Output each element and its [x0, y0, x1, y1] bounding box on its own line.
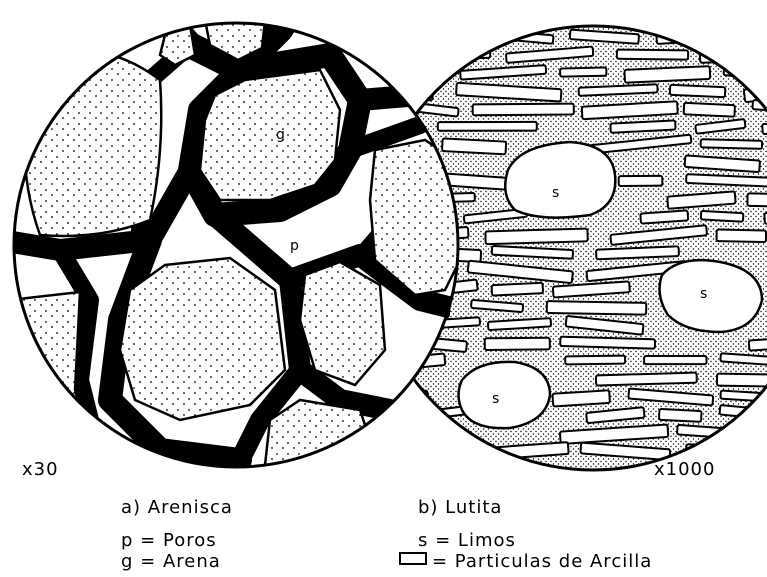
clay-particle	[617, 50, 688, 60]
clay-particle	[560, 337, 655, 349]
clay-particle	[747, 193, 767, 207]
silt-label-upper: s	[552, 185, 559, 201]
legend-text: = Limos	[435, 530, 516, 551]
clay-particle	[485, 338, 550, 350]
clay-particle	[716, 229, 766, 242]
magnification-right: x1000	[654, 459, 715, 480]
rectangle-icon	[400, 553, 426, 564]
pore-label-p: p	[290, 238, 299, 254]
legend-pores: p = Poros	[121, 530, 217, 551]
clay-particle	[701, 211, 744, 222]
clay-particle	[383, 49, 490, 60]
magnification-left: x30	[22, 459, 59, 480]
legend-text: = Arena	[140, 551, 221, 572]
caption-shale: b) Lutita	[418, 497, 502, 518]
clay-particle	[610, 120, 675, 132]
clay-particle	[391, 427, 432, 437]
clay-particle	[700, 49, 751, 63]
clay-particle	[684, 103, 735, 117]
clay-particle	[385, 30, 465, 44]
legend-symbol: s	[418, 530, 428, 551]
clay-particle	[596, 373, 697, 386]
silt-label-right: s	[700, 286, 707, 302]
clay-particle	[763, 49, 767, 65]
grain-label: g	[276, 127, 285, 143]
silt-grain-right	[660, 260, 762, 332]
silt-grain-upper	[505, 142, 615, 218]
legend-text: = Particulas de Arcilla	[432, 551, 652, 572]
clay-particle	[644, 356, 706, 364]
legend-symbol: g	[121, 551, 133, 572]
sandstone-panel	[0, 0, 460, 470]
clay-particle	[552, 390, 609, 406]
clay-particle	[384, 67, 441, 79]
caption-sandstone: a) Arenisca	[121, 497, 233, 518]
clay-particle	[701, 139, 762, 149]
legend-silt: s = Limos	[418, 530, 516, 551]
clay-particle	[442, 138, 506, 154]
clay-particle	[720, 32, 767, 43]
clay-particle	[640, 210, 688, 223]
silt-label-lower: s	[492, 391, 499, 407]
clay-particle	[398, 445, 438, 456]
clay-particle	[492, 283, 543, 296]
clay-particle	[596, 246, 679, 259]
clay-particle	[473, 104, 574, 116]
clay-particle	[670, 85, 725, 97]
clay-particle	[438, 122, 537, 131]
sandstone-texture	[0, 0, 460, 470]
clay-particle	[624, 66, 710, 83]
clay-particle	[547, 301, 647, 315]
clay-particle	[717, 374, 767, 387]
legend-clay: = Particulas de Arcilla	[432, 551, 652, 572]
clay-particle	[619, 176, 663, 186]
clay-particle	[560, 68, 606, 77]
clay-particle	[485, 229, 587, 245]
legend-symbol: p	[121, 530, 133, 551]
legend-sand: g = Arena	[121, 551, 221, 572]
silt-grain-lower	[459, 362, 551, 428]
clay-particle	[565, 356, 625, 365]
clay-particle	[659, 409, 702, 422]
legend-text: = Poros	[140, 530, 216, 551]
